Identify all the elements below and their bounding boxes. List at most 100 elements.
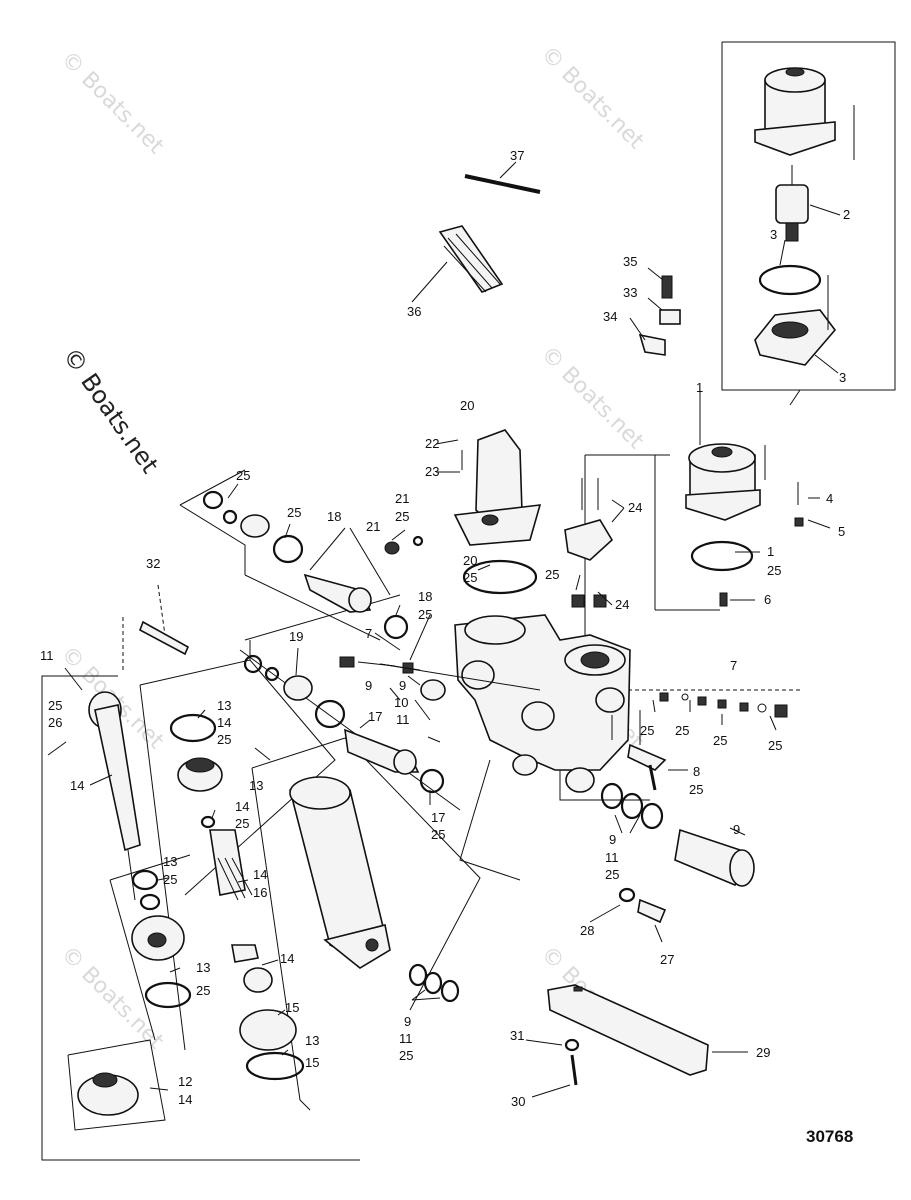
cylinder-rod-part — [47, 691, 192, 1116]
callout-label: 9 — [733, 822, 740, 837]
callout-label: 1 — [696, 380, 703, 395]
callout-label: 7 — [365, 626, 372, 641]
callout-label: 25 — [418, 607, 432, 622]
cable-tie-part — [464, 174, 541, 194]
callout-label: 25 — [163, 872, 177, 887]
callout-label: 11 — [40, 648, 54, 663]
callout-label: 13 — [217, 698, 231, 713]
watermark: © Boats.net — [56, 47, 169, 160]
callout-label: 25 — [236, 468, 250, 483]
callout-label: 9 — [365, 678, 372, 693]
callout-label: 25 — [675, 723, 689, 738]
callout-label: 9 — [404, 1014, 411, 1029]
callout-label: 22 — [425, 436, 439, 451]
callout-label: 2 — [843, 207, 850, 222]
callout-label: 25 — [545, 567, 559, 582]
diagram-number: 30768 — [806, 1127, 853, 1146]
callout-label: 31 — [510, 1028, 524, 1043]
callout-label: 21 — [395, 491, 409, 506]
callout-label: 25 — [399, 1048, 413, 1063]
callout-label: 6 — [764, 592, 771, 607]
callout-label: 5 — [838, 524, 845, 539]
callout-label: 7 — [730, 658, 737, 673]
callout-label: 14 — [178, 1092, 192, 1107]
armature-part — [775, 165, 809, 242]
callout-label: 14 — [280, 951, 294, 966]
group-outlines — [41, 41, 896, 1161]
callout-label: 10 — [394, 695, 408, 710]
manifold-parts-right — [627, 692, 788, 791]
callout-label: 13 — [249, 778, 263, 793]
cylinder-housing-part — [289, 776, 460, 1003]
callout-label: 23 — [425, 464, 439, 479]
callout-label: 32 — [146, 556, 160, 571]
callout-label: 29 — [756, 1045, 770, 1060]
callout-label: 11 — [396, 712, 410, 727]
callout-label: 1 — [767, 544, 774, 559]
callout-label: 13 — [196, 960, 210, 975]
callout-label: 15 — [285, 1000, 299, 1015]
valve-part — [564, 478, 614, 608]
pin-part — [139, 584, 190, 656]
callout-label: 25 — [640, 723, 654, 738]
callout-label: 25 — [605, 867, 619, 882]
callout-label: 28 — [580, 923, 594, 938]
reservoir-part — [453, 429, 542, 595]
callout-label: 3 — [770, 227, 777, 242]
callout-label: 24 — [615, 597, 629, 612]
callout-label: 20 — [460, 398, 474, 413]
callout-label: 16 — [253, 885, 267, 900]
callout-label: 12 — [178, 1074, 192, 1089]
callout-label: 13 — [163, 854, 177, 869]
callout-label: 11 — [399, 1031, 413, 1046]
parts-layer — [47, 67, 855, 1116]
callout-label: 35 — [623, 254, 637, 269]
sleeve-part — [438, 225, 504, 293]
callout-label: 17 — [431, 810, 445, 825]
clamp-parts — [638, 275, 681, 356]
pump-body-part — [454, 614, 631, 793]
callout-label: 27 — [660, 952, 674, 967]
main-watermark: © Boats.net — [57, 342, 164, 478]
callout-label: 25 — [463, 570, 477, 585]
callout-label: 25 — [713, 733, 727, 748]
callout-label: 14 — [217, 715, 231, 730]
callout-label: 25 — [235, 816, 249, 831]
callout-label: 13 — [305, 1033, 319, 1048]
callout-label: 17 — [368, 709, 382, 724]
callout-label: 14 — [253, 867, 267, 882]
callout-label: 33 — [623, 285, 637, 300]
o-ring-part — [758, 264, 822, 296]
callout-label: 25 — [48, 698, 62, 713]
watermark: © Boats.net — [536, 42, 649, 155]
callout-label: 15 — [305, 1055, 319, 1070]
callout-label: 18 — [418, 589, 432, 604]
callout-label: 21 — [366, 519, 380, 534]
callout-labels: 37 36 35 33 34 2 3 3 1 20 22 23 21 25 21… — [40, 148, 850, 1109]
end-cap-part — [754, 275, 837, 366]
callout-label: 4 — [826, 491, 833, 506]
piston-part — [169, 713, 305, 1081]
shaft-part — [600, 782, 755, 924]
callout-label: 14 — [70, 778, 84, 793]
leader-lines — [64, 161, 841, 1098]
callout-label: 25 — [395, 509, 409, 524]
callout-label: 34 — [603, 309, 617, 324]
callout-label: 26 — [48, 715, 62, 730]
callout-label: 24 — [628, 500, 642, 515]
callout-label: 30 — [511, 1094, 525, 1109]
callout-label: 8 — [693, 764, 700, 779]
callout-label: 11 — [605, 850, 619, 865]
callout-label: 25 — [767, 563, 781, 578]
callout-label: 36 — [407, 304, 421, 319]
callout-label: 25 — [768, 738, 782, 753]
callout-label: 9 — [609, 832, 616, 847]
callout-label: 25 — [689, 782, 703, 797]
callout-label: 25 — [217, 732, 231, 747]
bracket-part — [547, 984, 709, 1086]
motor-part — [685, 443, 804, 607]
callout-label: 14 — [235, 799, 249, 814]
callout-label: 20 — [463, 553, 477, 568]
manifold-parts-left — [202, 490, 446, 794]
